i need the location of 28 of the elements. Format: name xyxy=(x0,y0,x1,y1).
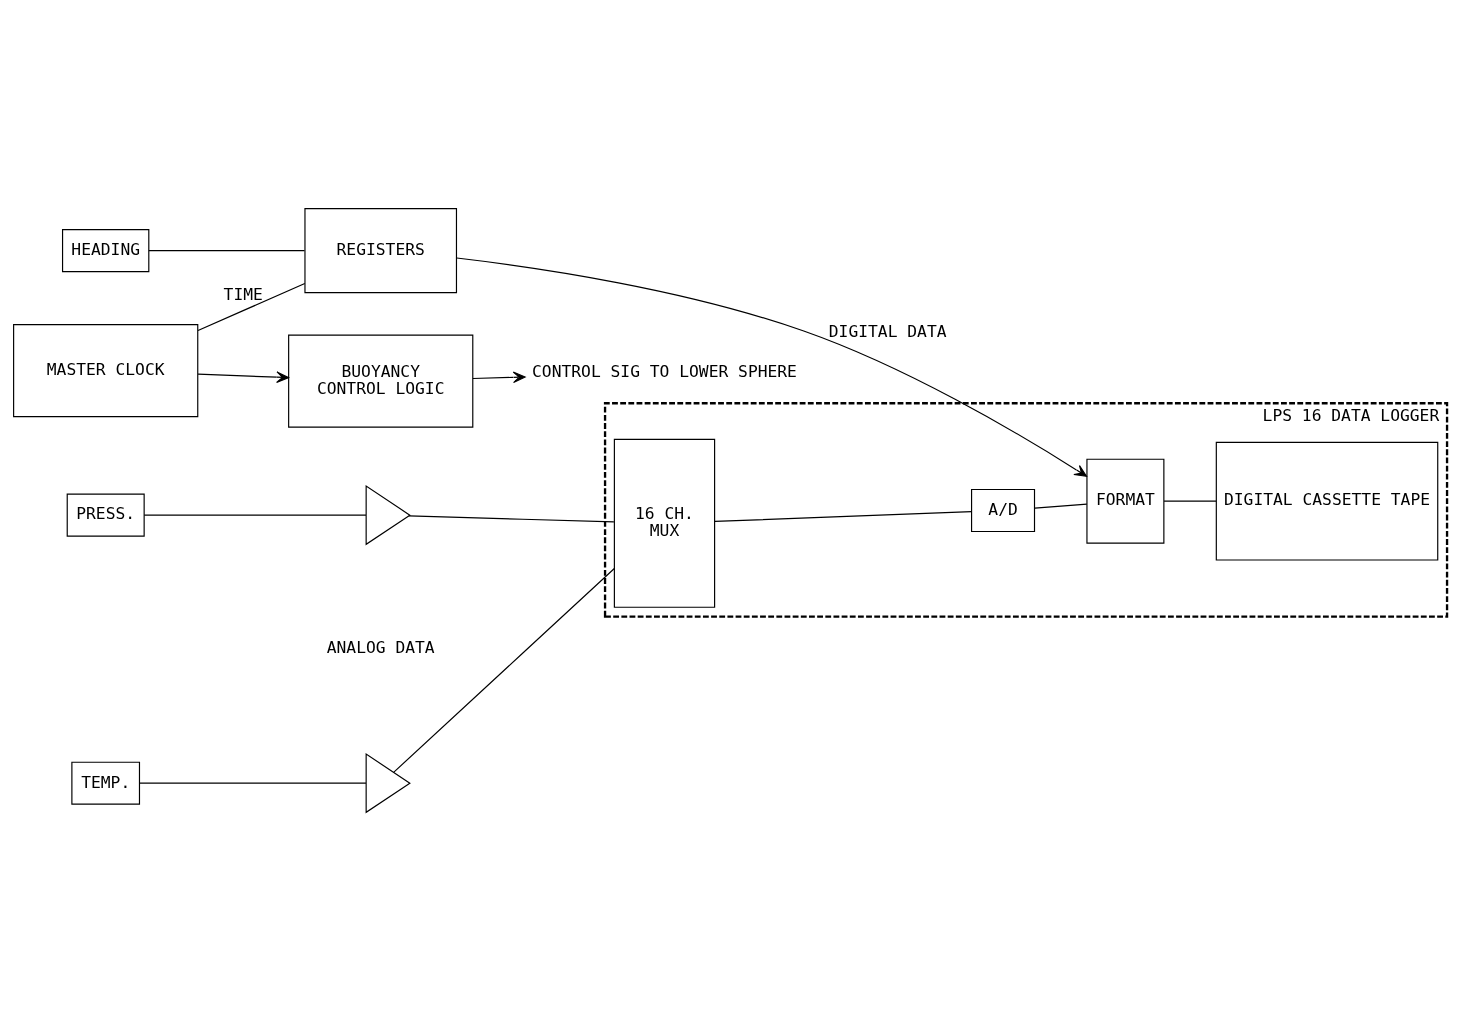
connector xyxy=(408,515,615,523)
node-box: BUOYANCY CONTROL LOGIC xyxy=(288,334,474,428)
node-triangle xyxy=(365,752,411,814)
node-box: 16 CH. MUX xyxy=(613,438,716,608)
node-box: PRESS. xyxy=(66,493,145,537)
node-box: MASTER CLOCK xyxy=(13,324,199,418)
node-text: CONTROL SIG TO LOWER SPHERE xyxy=(532,362,797,382)
connector xyxy=(143,514,367,516)
connector xyxy=(1163,500,1217,502)
arrow xyxy=(472,371,526,384)
connector xyxy=(714,511,973,523)
connector xyxy=(148,250,306,252)
arrow xyxy=(197,371,290,383)
arrow xyxy=(456,257,1088,477)
node-box: DIGITAL CASSETTE TAPE xyxy=(1215,441,1439,561)
node-triangle xyxy=(365,484,411,546)
node-box: HEADING xyxy=(61,229,150,273)
node-box: TEMP. xyxy=(71,761,141,805)
connector xyxy=(393,567,615,773)
edge-label: DIGITAL DATA xyxy=(828,322,947,342)
connector xyxy=(1034,503,1088,509)
label: ANALOG DATA xyxy=(326,638,435,658)
edge-label: TIME xyxy=(223,284,263,304)
node-box: REGISTERS xyxy=(304,208,458,294)
node-box: A/D xyxy=(971,488,1036,533)
connector xyxy=(139,782,367,784)
node-box: FORMAT xyxy=(1086,458,1165,544)
connector xyxy=(197,282,306,332)
